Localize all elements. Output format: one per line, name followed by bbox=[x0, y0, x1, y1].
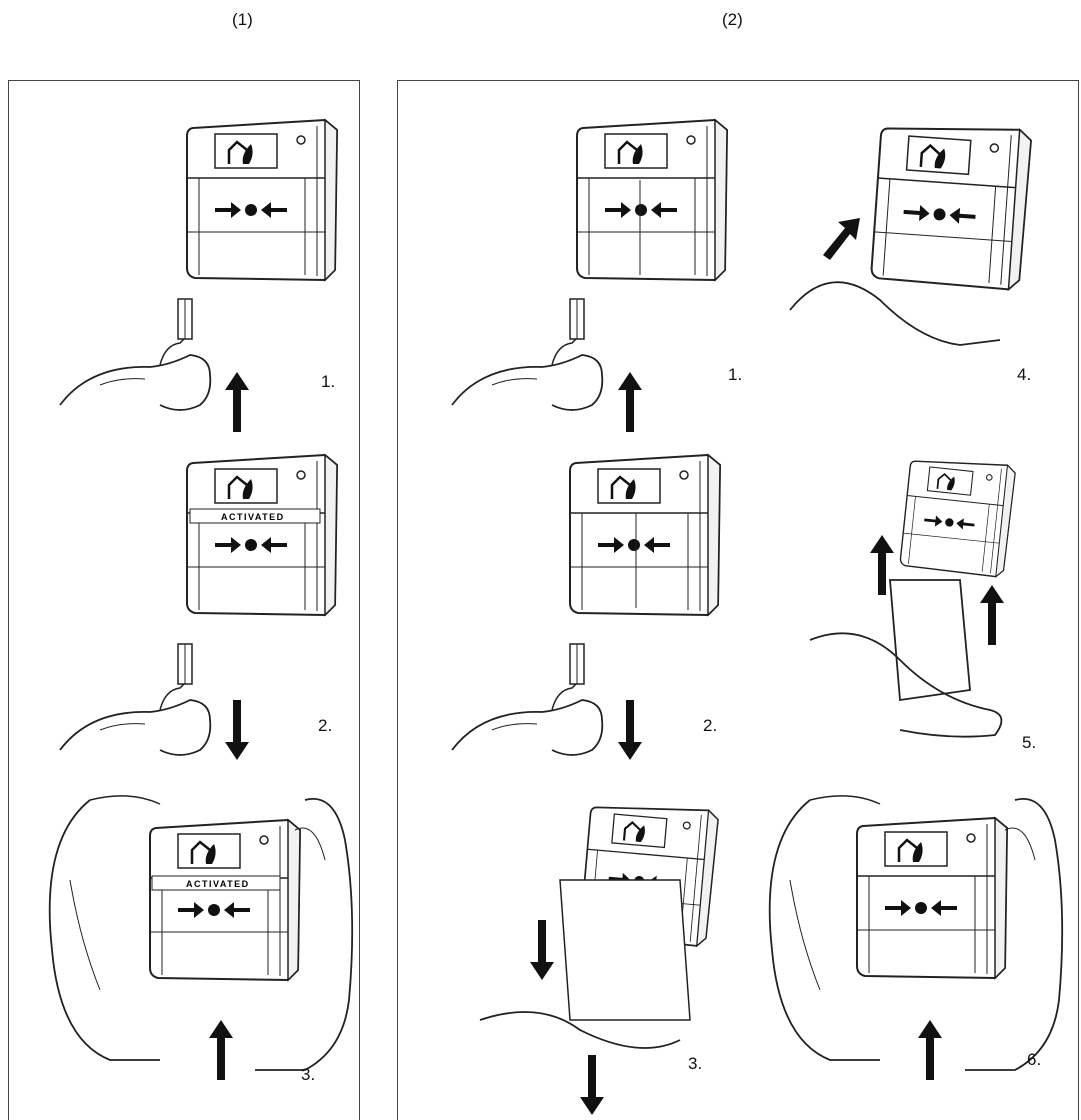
hand-icon bbox=[60, 299, 210, 410]
hand-icon bbox=[452, 299, 602, 410]
manual-call-point-icon bbox=[570, 455, 720, 615]
hand-icon bbox=[790, 282, 1000, 345]
col2-step5-figure bbox=[810, 455, 1016, 737]
manual-call-point-icon bbox=[577, 120, 727, 280]
activated-label: ACTIVATED bbox=[186, 879, 250, 889]
step-label-1: 1. bbox=[728, 365, 742, 385]
activated-label: ACTIVATED bbox=[221, 512, 285, 522]
step-label-3: 3. bbox=[301, 1065, 315, 1085]
step-label-2: 2. bbox=[703, 716, 717, 736]
hand-icon bbox=[60, 644, 210, 755]
arrow-up-icon bbox=[618, 372, 642, 432]
col2-step3-figure bbox=[480, 800, 719, 1115]
step-label-3: 3. bbox=[688, 1054, 702, 1074]
step-label-5: 5. bbox=[1022, 733, 1036, 753]
arrow-up-icon bbox=[225, 372, 249, 432]
col2-step4-figure bbox=[790, 120, 1032, 345]
step-label-1: 1. bbox=[321, 372, 335, 392]
manual-call-point-icon bbox=[871, 120, 1032, 290]
step-label-2: 2. bbox=[318, 716, 332, 736]
col2-step1-figure bbox=[452, 120, 727, 432]
manual-call-point-icon bbox=[900, 455, 1016, 577]
col1-step2-figure bbox=[60, 455, 337, 760]
arrow-down-icon bbox=[618, 700, 642, 760]
col2-step2-figure bbox=[452, 455, 720, 760]
col2-step6-figure bbox=[770, 796, 1063, 1080]
manual-call-point-icon bbox=[187, 455, 337, 615]
arrow-down-icon bbox=[225, 700, 249, 760]
step-label-6: 6. bbox=[1027, 1050, 1041, 1070]
arrow-down-icon bbox=[580, 1055, 604, 1115]
arrow-up-icon bbox=[209, 1020, 233, 1080]
arrow-up-icon bbox=[980, 585, 1004, 645]
col1-step3-figure bbox=[50, 796, 353, 1080]
hand-icon bbox=[50, 796, 160, 1060]
arrow-curved-icon bbox=[823, 218, 860, 260]
arrow-down-icon bbox=[530, 920, 554, 980]
manual-call-point-icon bbox=[187, 120, 337, 280]
arrow-up-icon bbox=[918, 1020, 942, 1080]
step-label-4: 4. bbox=[1017, 365, 1031, 385]
manual-call-point-icon bbox=[150, 820, 300, 980]
hand-icon bbox=[452, 644, 602, 755]
col1-step1-figure bbox=[60, 120, 337, 432]
manual-call-point-icon bbox=[857, 818, 1007, 978]
